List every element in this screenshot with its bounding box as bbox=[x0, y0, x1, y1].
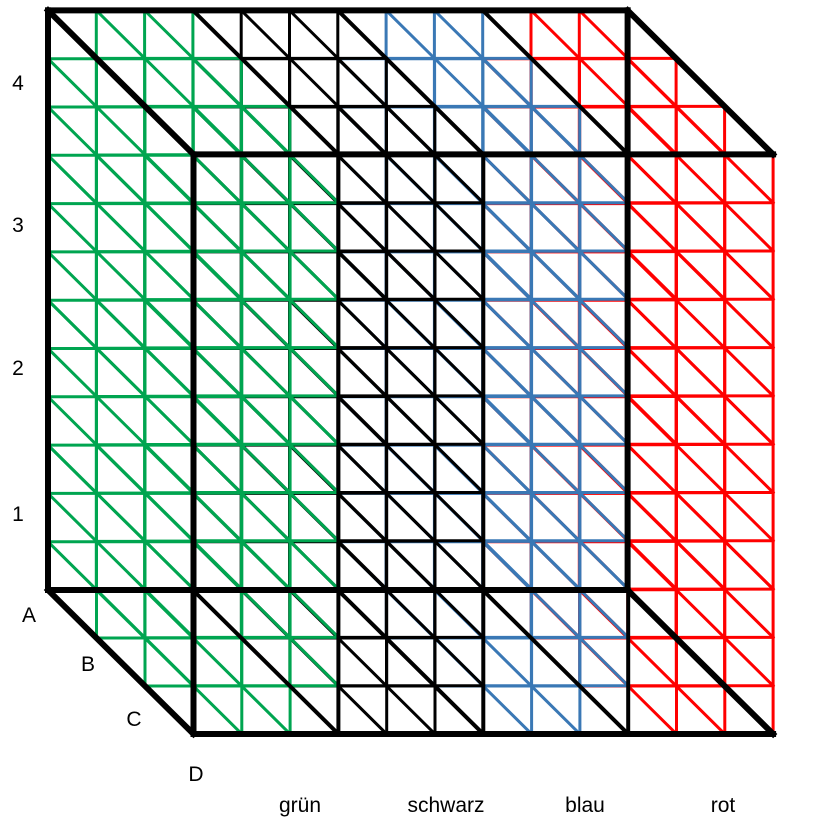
blue-grid-depth bbox=[480, 104, 631, 254]
slab-boundary-top bbox=[479, 7, 632, 158]
black-grid-depth bbox=[335, 539, 486, 688]
depth-label-a: A bbox=[22, 604, 36, 627]
red-grid-depth bbox=[625, 539, 776, 688]
green-grid-depth bbox=[190, 56, 341, 205]
frame-bottom-right-depth-edge bbox=[623, 585, 778, 739]
black-grid-depth bbox=[335, 298, 486, 447]
green-grid-depth bbox=[190, 201, 341, 350]
green-grid-depth bbox=[190, 394, 341, 543]
green-grid-depth bbox=[45, 56, 196, 205]
green-grid-depth bbox=[45, 442, 196, 592]
blue-grid-depth bbox=[480, 394, 631, 543]
red-grid-depth bbox=[625, 298, 776, 447]
blue-grid-depth bbox=[480, 491, 631, 640]
blue-grid-depth bbox=[480, 153, 631, 302]
green-grid-depth bbox=[190, 249, 341, 399]
black-grid-depth bbox=[335, 104, 486, 254]
green-grid-depth bbox=[190, 442, 341, 592]
group-label-rot: rot bbox=[711, 794, 736, 817]
slab-boundary-top bbox=[190, 7, 342, 158]
blue-grid-depth bbox=[480, 201, 631, 350]
green-grid-depth bbox=[190, 539, 341, 688]
level-label-4: 4 bbox=[12, 72, 24, 95]
blue-grid-depth bbox=[480, 56, 631, 205]
blue-grid-depth bbox=[480, 442, 631, 592]
slab-boundary-bottom bbox=[479, 587, 632, 737]
green-grid-depth bbox=[45, 346, 196, 495]
slab-boundary-bottom bbox=[334, 587, 487, 737]
green-grid-depth bbox=[190, 104, 341, 254]
depth-label-b: B bbox=[81, 653, 95, 676]
group-label-gruen: grün bbox=[279, 794, 321, 817]
green-grid-depth bbox=[190, 346, 341, 495]
level-label-1: 1 bbox=[12, 503, 24, 526]
red-grid-depth bbox=[625, 394, 776, 543]
frame-top-left-depth-edge bbox=[43, 6, 198, 159]
black-grid-depth bbox=[335, 442, 486, 592]
depth-label-c: C bbox=[126, 708, 141, 731]
group-label-blau: blau bbox=[565, 794, 605, 817]
green-grid-depth bbox=[45, 539, 196, 688]
slab-boundary-top bbox=[334, 7, 487, 158]
blue-grid-depth bbox=[480, 346, 631, 495]
black-grid-depth bbox=[335, 153, 486, 302]
group-label-schwarz: schwarz bbox=[407, 794, 484, 817]
green-grid-depth bbox=[45, 491, 196, 640]
black-grid-depth bbox=[335, 201, 486, 350]
green-grid-depth bbox=[45, 394, 196, 543]
slab-boundary-bottom bbox=[190, 587, 342, 737]
black-grid-depth bbox=[335, 56, 486, 205]
black-grid-depth bbox=[335, 346, 486, 495]
green-grid-depth bbox=[45, 104, 196, 254]
cube-frame bbox=[43, 6, 778, 739]
green-grid-depth bbox=[45, 201, 196, 350]
red-grid-depth bbox=[625, 56, 776, 205]
red-grid-depth bbox=[625, 249, 776, 399]
level-label-3: 3 bbox=[12, 214, 24, 237]
blue-grid-depth bbox=[480, 298, 631, 447]
green-grid-depth bbox=[45, 249, 196, 399]
blue-grid-depth bbox=[480, 249, 631, 399]
red-grid-depth bbox=[625, 153, 776, 302]
red-grid-depth bbox=[625, 442, 776, 592]
green-grid-depth bbox=[190, 153, 341, 302]
red-grid-depth bbox=[625, 491, 776, 640]
labels: 4 3 2 1 A B C D grün schwarz blau rot bbox=[12, 72, 735, 817]
depth-label-d: D bbox=[188, 763, 203, 786]
green-grid-depth bbox=[190, 298, 341, 447]
black-grid-depth bbox=[335, 394, 486, 543]
frame-bottom-left-depth-edge bbox=[43, 585, 198, 739]
green-grid-depth bbox=[45, 153, 196, 302]
black-grid-depth bbox=[335, 249, 486, 399]
level-label-2: 2 bbox=[12, 357, 24, 380]
red-grid-depth bbox=[625, 201, 776, 350]
blue-grid-depth bbox=[480, 539, 631, 688]
black-grid-depth bbox=[335, 491, 486, 640]
green-grid-depth bbox=[190, 491, 341, 640]
frame-top-right-depth-edge bbox=[623, 6, 778, 159]
red-grid-depth bbox=[625, 104, 776, 254]
red-grid-depth bbox=[625, 346, 776, 495]
green-grid-depth bbox=[45, 298, 196, 447]
